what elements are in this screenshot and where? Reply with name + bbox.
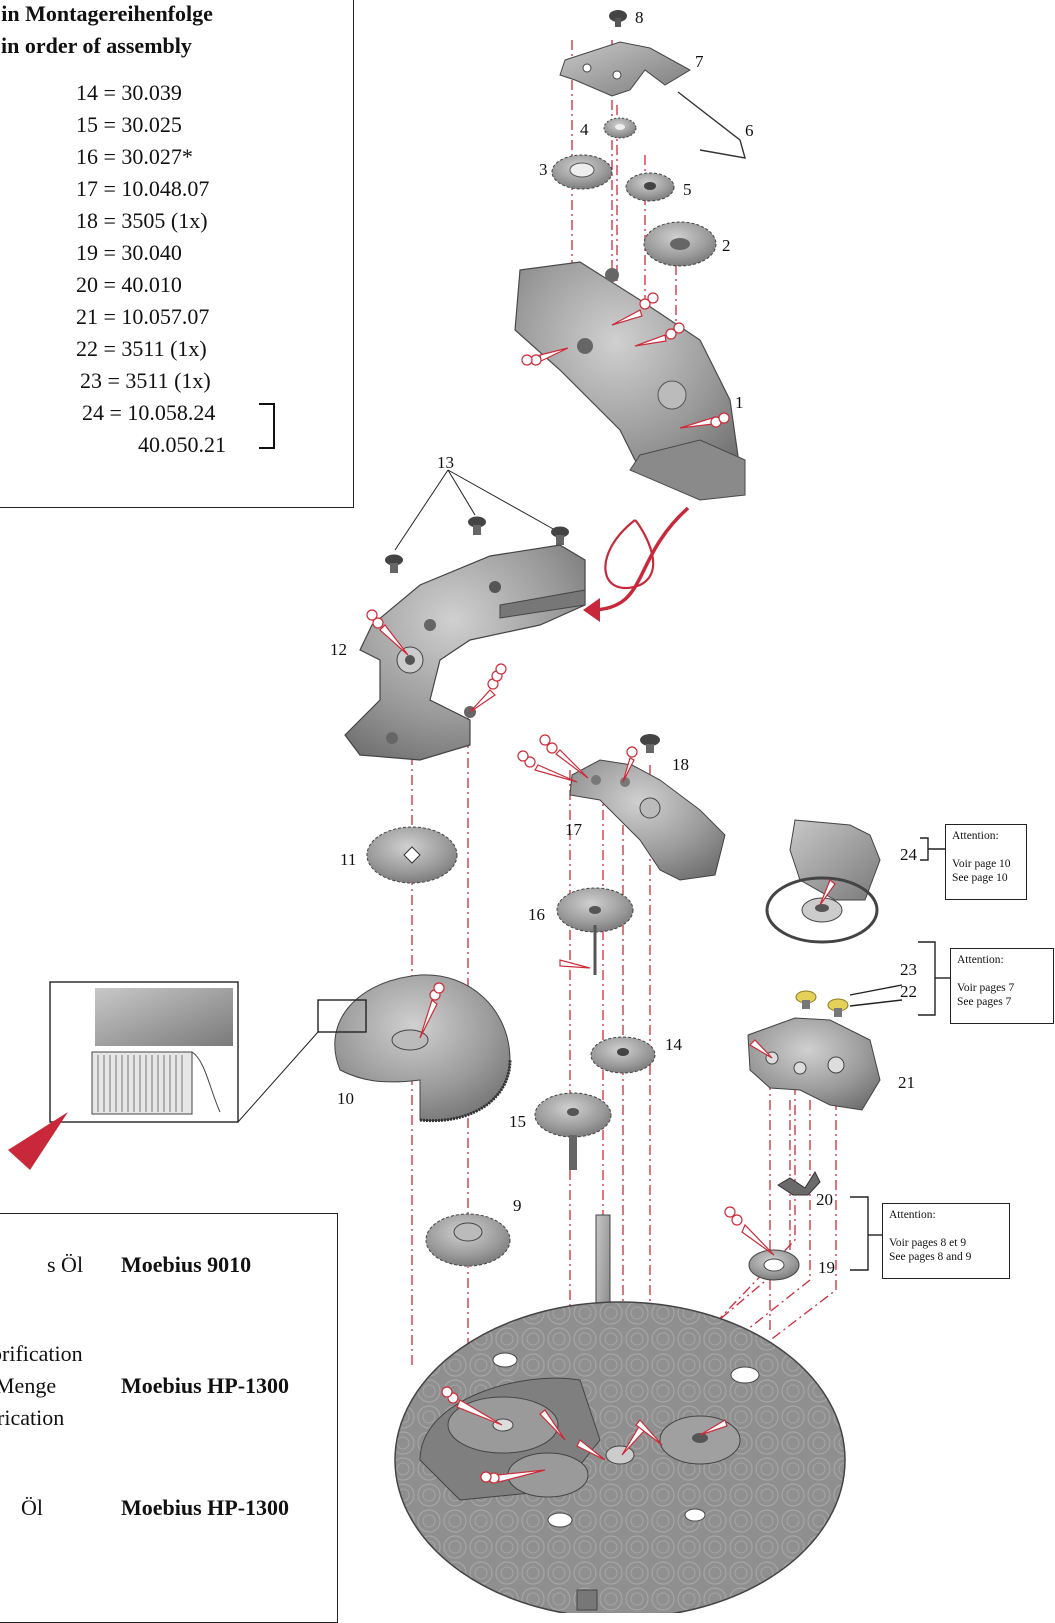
parts-heading-de: e in Montagereihenfolge [0, 1, 213, 26]
wheel-16 [556, 887, 634, 975]
parts-heading-en: in order of assembly [1, 33, 192, 58]
part-label-16: 16 [528, 905, 545, 924]
part-label-9: 9 [513, 1196, 522, 1215]
part-label-13: 13 [437, 453, 454, 472]
part-label-5: 5 [683, 180, 692, 199]
lube-value-3: Moebius HP-1300 [121, 1495, 290, 1520]
part-label-23: 23 [900, 960, 917, 979]
attention-line-fr: Voir page 10 [952, 858, 1011, 870]
part-entry-17: 17 = 10.048.07 [76, 176, 210, 201]
attention-line-en: See pages 8 and 9 [889, 1251, 972, 1263]
lever-7 [559, 41, 692, 97]
bridge-17 [569, 759, 726, 881]
part-label-19: 19 [818, 1258, 835, 1277]
assembly-lines [411, 40, 837, 1395]
bracket-24 [259, 403, 275, 449]
attention-title: Attention: [889, 1209, 936, 1221]
flip-arrow-head [583, 598, 600, 622]
wheel-4 [603, 117, 637, 139]
bridge-21 [747, 1017, 881, 1111]
bridge-12 [344, 544, 586, 761]
part-entry-18: 18 = 3505 (1x) [76, 208, 208, 233]
part-label-24: 24 [900, 845, 917, 864]
lube-label-2a: brification [0, 1341, 83, 1366]
part-label-1: 1 [735, 393, 744, 412]
flip-arrow [589, 506, 690, 612]
part-label-18: 18 [672, 755, 689, 774]
lube-label-2c: rication [0, 1405, 65, 1430]
part-entry-24: 24 = 10.058.24 [82, 400, 216, 425]
wheel-14 [590, 1036, 656, 1074]
part-label-21: 21 [898, 1073, 915, 1092]
wheel-19 [748, 1249, 800, 1281]
attention-line-fr: Voir pages 7 [957, 982, 1015, 994]
part-label-3: 3 [539, 160, 548, 179]
barrel-10 [237, 974, 512, 1123]
magnified-inset [8, 981, 239, 1170]
spring-6 [677, 91, 746, 159]
part-label-11: 11 [340, 850, 357, 869]
part-entry-14: 14 = 30.039 [76, 80, 182, 105]
attention-title: Attention: [957, 954, 1004, 966]
part-entry-21: 21 = 10.057.07 [76, 304, 210, 329]
attention-title: Attention: [952, 830, 999, 842]
attention-line-fr: Voir pages 8 et 9 [889, 1237, 967, 1249]
part-label-6: 6 [745, 121, 754, 140]
barrel-bridge-assembly [514, 261, 746, 501]
attention-connectors [849, 837, 950, 1271]
lever-20 [777, 1170, 821, 1196]
lube-value-1: Moebius 9010 [121, 1252, 252, 1277]
part-label-22: 22 [900, 982, 917, 1001]
attention-line-en: See page 10 [952, 872, 1008, 884]
wheel-5 [625, 172, 675, 202]
oil-markers [366, 292, 836, 1484]
part-label-15: 15 [509, 1112, 526, 1131]
screws-13 [385, 469, 569, 573]
wheel-15 [534, 1092, 612, 1170]
screw-22 [827, 998, 849, 1017]
part-entry-20: 20 = 40.010 [76, 272, 182, 297]
wheel-9 [425, 1213, 511, 1267]
part-label-2: 2 [722, 236, 731, 255]
part-entry-15: 15 = 30.025 [76, 112, 182, 137]
part-label-7: 7 [695, 52, 704, 71]
wheel-3 [551, 154, 613, 190]
rotor-24 [765, 819, 881, 944]
wheel-11 [366, 826, 458, 884]
part-entry-22: 22 = 3511 (1x) [76, 336, 207, 361]
screw-18 [640, 734, 660, 753]
part-label-12: 12 [330, 640, 347, 659]
screw-8 [609, 10, 627, 27]
parts-list-box: e in Montagereihenfolge in order of asse… [0, 0, 354, 508]
attention-box-22-23: Attention: Voir pages 7 See pages 7 [950, 948, 1054, 1024]
part-label-4: 4 [580, 120, 589, 139]
wheel-2 [643, 221, 717, 267]
part-entry-24-extra: 40.050.21 [138, 432, 226, 457]
lube-label-3: Öl [21, 1495, 43, 1520]
attention-box-19-20: Attention: Voir pages 8 et 9 See pages 8… [882, 1203, 1010, 1279]
attention-box-24: Attention: Voir page 10 See page 10 [945, 824, 1027, 900]
inset-pointer-arrow [8, 1112, 68, 1170]
attention-line-en: See pages 7 [957, 996, 1012, 1008]
part-entry-19: 19 = 30.040 [76, 240, 182, 265]
part-label-10: 10 [337, 1089, 354, 1108]
part-label-17: 17 [565, 820, 582, 839]
lube-label-2b: Menge [0, 1373, 57, 1398]
parts-list: 14 = 30.039 15 = 30.025 16 = 30.027* 17 … [76, 77, 226, 461]
part-entry-16: 16 = 30.027* [76, 144, 193, 169]
lube-label-1: s Öl [47, 1252, 84, 1277]
part-entry-23: 23 = 3511 (1x) [80, 368, 211, 393]
part-label-20: 20 [816, 1190, 833, 1209]
part-label-8: 8 [635, 8, 644, 27]
screw-23 [795, 990, 817, 1009]
lube-value-2: Moebius HP-1300 [121, 1373, 290, 1398]
part-label-14: 14 [665, 1035, 682, 1054]
main-plate [394, 1301, 846, 1613]
